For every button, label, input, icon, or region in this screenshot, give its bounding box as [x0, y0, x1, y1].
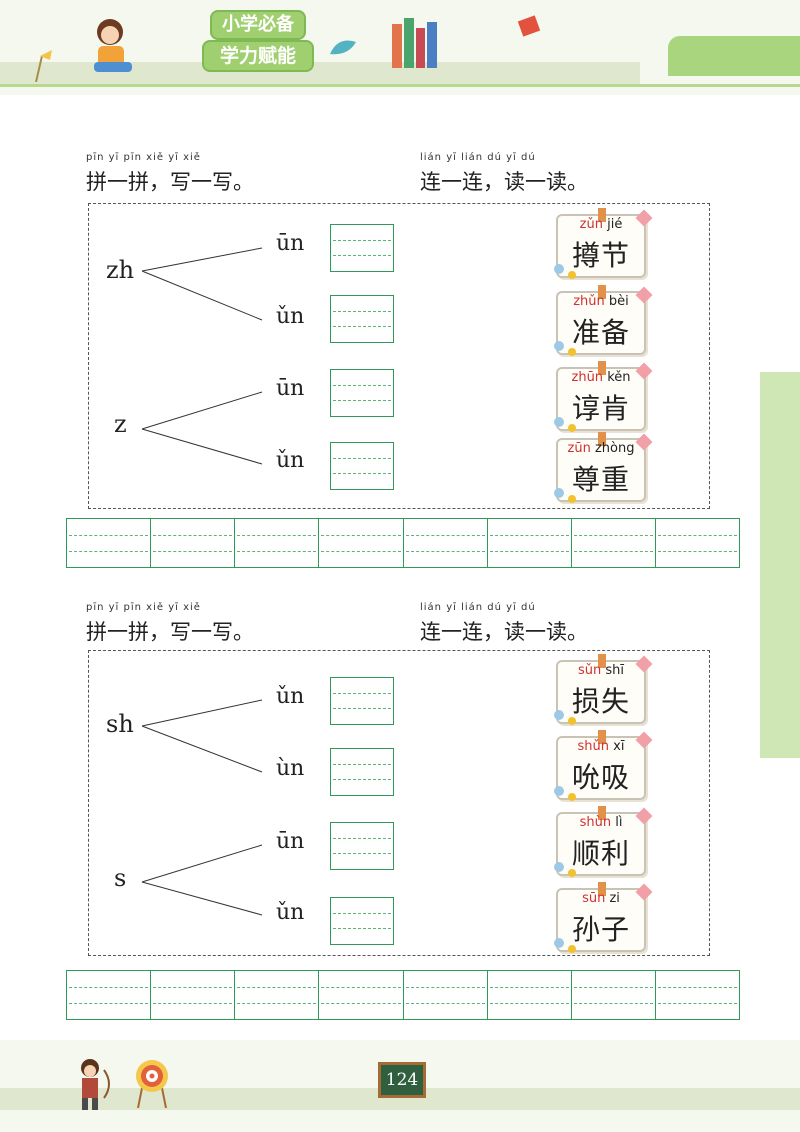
card-pinyin-black: shī: [605, 663, 625, 678]
final-label: ǔn: [276, 304, 305, 329]
card-pinyin-red: sūn: [582, 891, 606, 906]
answer-write-box[interactable]: [330, 224, 394, 272]
lamp-icon: [32, 48, 52, 83]
card-hanzi: 尊重: [571, 463, 630, 496]
final-label: ǔn: [276, 684, 305, 709]
girl-reading-illustration: [88, 14, 138, 76]
writing-cell[interactable]: [572, 971, 656, 1019]
title-badge-bottom: 学力赋能: [202, 40, 314, 72]
header-divider: [0, 84, 800, 87]
instruction-left-pinyin: pīn yī pīn xiě yī xiě: [86, 152, 201, 163]
word-card[interactable]: zhūn kěn 谆肯: [554, 361, 653, 432]
word-card[interactable]: shùn lì 顺利: [554, 806, 653, 877]
card-pinyin-black: zi: [609, 891, 620, 906]
header-tab-decoration: [668, 36, 800, 76]
instruction-right-pinyin: lián yī lián dú yī dú: [420, 152, 536, 163]
card-pinyin-black: kěn: [607, 370, 631, 385]
answer-write-box[interactable]: [330, 442, 394, 490]
archer-boy-illustration: [70, 1056, 114, 1112]
books-illustration: [392, 18, 440, 68]
word-card[interactable]: shǔn xī 吮吸: [554, 730, 653, 801]
word-card[interactable]: zhǔn bèi 准备: [554, 285, 653, 356]
writing-grid[interactable]: [66, 970, 740, 1020]
writing-cell[interactable]: [656, 971, 739, 1019]
answer-write-box[interactable]: [330, 677, 394, 725]
page-number: 124: [378, 1062, 426, 1098]
flying-book-icon: [516, 14, 544, 42]
exercise-box: [88, 650, 710, 956]
instruction-right-pinyin: lián yī lián dú yī dú: [420, 602, 536, 613]
answer-write-box[interactable]: [330, 295, 394, 343]
card-pinyin-red: zūn: [567, 441, 591, 456]
writing-cell[interactable]: [151, 519, 236, 567]
footer-road-decoration: [0, 1088, 800, 1110]
writing-cell[interactable]: [235, 971, 320, 1019]
writing-cell[interactable]: [656, 519, 739, 567]
writing-cell[interactable]: [319, 519, 404, 567]
card-hanzi: 撙节: [571, 239, 630, 272]
instruction-left-title: 拼一拼，写一写。: [86, 620, 254, 644]
initial-label: z: [114, 410, 127, 438]
card-pinyin-red: zǔn: [579, 217, 603, 232]
answer-write-box[interactable]: [330, 748, 394, 796]
writing-cell[interactable]: [488, 971, 572, 1019]
final-label: ūn: [276, 829, 305, 854]
card-hanzi: 吮吸: [571, 761, 630, 794]
card-pinyin-black: xī: [613, 739, 625, 754]
word-card[interactable]: sūn zi 孙子: [554, 882, 653, 953]
card-pinyin-black: bèi: [608, 294, 629, 309]
card-pinyin-red: shùn: [579, 815, 612, 830]
writing-cell[interactable]: [151, 971, 236, 1019]
card-hanzi: 谆肯: [571, 392, 630, 425]
instruction-left-title: 拼一拼，写一写。: [86, 170, 254, 194]
instruction-right-title: 连一连，读一读。: [420, 620, 588, 644]
word-card[interactable]: sǔn shī 损失: [554, 654, 653, 725]
card-pinyin-red: zhǔn: [573, 294, 605, 309]
writing-cell[interactable]: [67, 971, 152, 1019]
card-pinyin-black: zhòng: [594, 441, 635, 456]
initial-label: zh: [106, 256, 135, 284]
final-label: ǔn: [276, 448, 305, 473]
card-hanzi: 准备: [571, 316, 630, 349]
writing-cell[interactable]: [235, 519, 320, 567]
card-hanzi: 损失: [571, 685, 630, 718]
exercise-box: [88, 203, 710, 509]
final-label: ùn: [276, 756, 305, 781]
word-card[interactable]: zǔn jié 撙节: [554, 208, 653, 279]
instruction-right-title: 连一连，读一读。: [420, 170, 588, 194]
card-pinyin-black: jié: [607, 217, 623, 232]
title-badge-top: 小学必备: [210, 10, 306, 40]
target-icon: [134, 1058, 170, 1109]
instruction-left-pinyin: pīn yī pīn xiě yī xiě: [86, 602, 201, 613]
final-label: ǔn: [276, 900, 305, 925]
final-label: ūn: [276, 231, 305, 256]
header-road-decoration: [0, 62, 640, 84]
word-card[interactable]: zūn zhòng 尊重: [554, 432, 653, 503]
card-pinyin-red: shǔn: [577, 739, 610, 754]
writing-grid[interactable]: [66, 518, 740, 568]
card-hanzi: 顺利: [571, 837, 630, 870]
card-hanzi: 孙子: [571, 913, 630, 946]
writing-cell[interactable]: [572, 519, 656, 567]
card-pinyin-red: sǔn: [577, 663, 602, 678]
writing-cell[interactable]: [404, 971, 488, 1019]
answer-write-box[interactable]: [330, 822, 394, 870]
answer-write-box[interactable]: [330, 897, 394, 945]
writing-cell[interactable]: [404, 519, 488, 567]
writing-cell[interactable]: [319, 971, 404, 1019]
writing-cell[interactable]: [488, 519, 572, 567]
answer-write-box[interactable]: [330, 369, 394, 417]
card-pinyin-black: lì: [615, 815, 623, 830]
side-tab-decoration: [760, 372, 800, 758]
initial-label: s: [114, 864, 127, 892]
leaf-icon: [328, 36, 358, 56]
final-label: ūn: [276, 376, 305, 401]
writing-cell[interactable]: [67, 519, 152, 567]
card-pinyin-red: zhūn: [571, 370, 604, 385]
initial-label: sh: [106, 710, 134, 738]
